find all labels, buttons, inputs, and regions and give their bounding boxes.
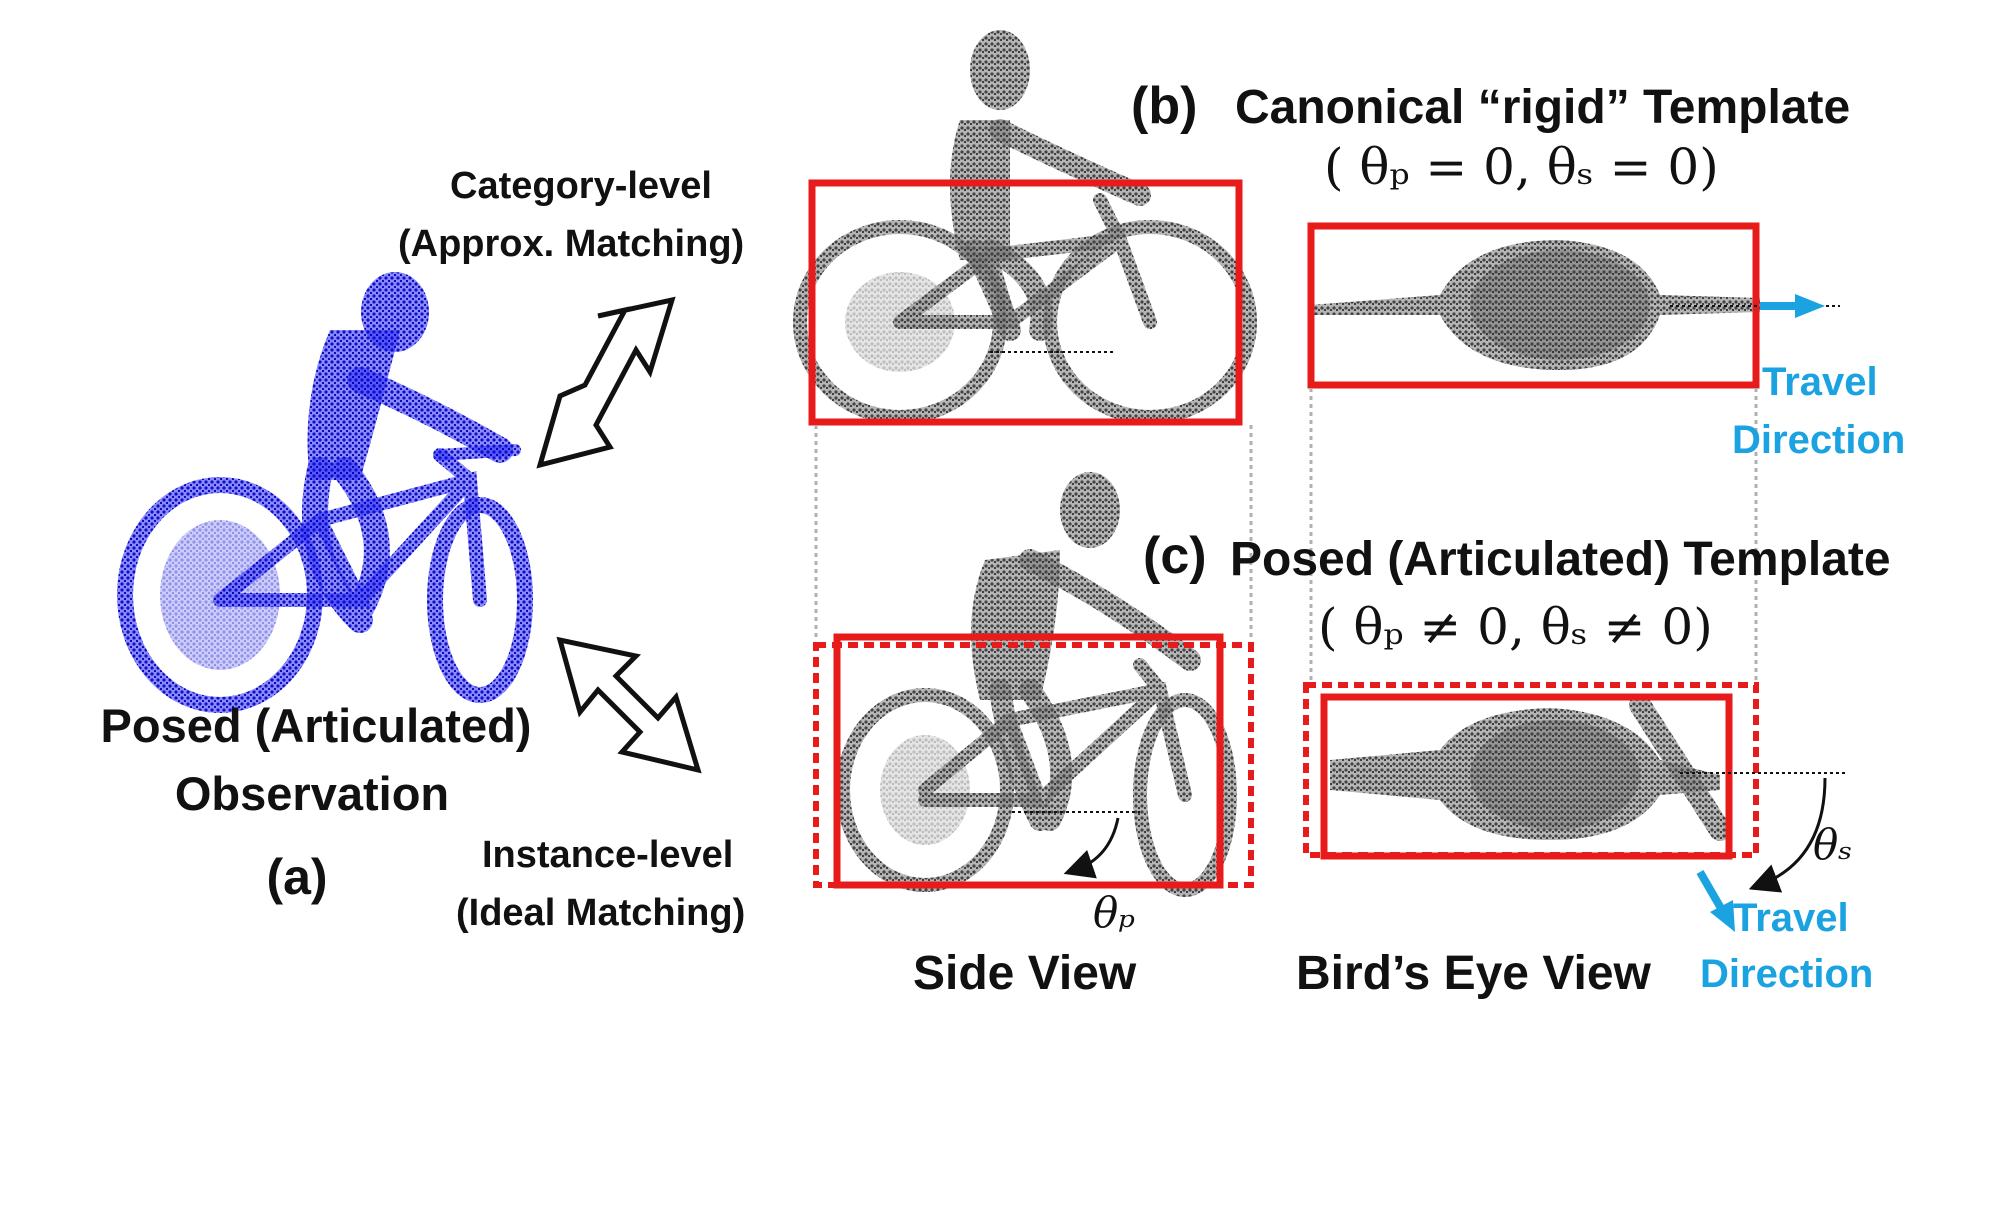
theta-p-arc [1063, 817, 1120, 879]
theta-s-label: θₛ [1813, 820, 1853, 869]
ideal-matching-label: (Ideal Matching) [456, 892, 746, 934]
side-view-label: Side View [913, 947, 1137, 1000]
canonical-template-title: Canonical “rigid” Template [1235, 81, 1851, 134]
posed-birdseye-box [1320, 693, 1733, 860]
observation-label-line1: Posed (Articulated) [100, 699, 532, 752]
direction-label-bottom: Direction [1700, 952, 1874, 996]
posed-side-box [833, 633, 1224, 889]
travel-arrow-top [1760, 294, 1825, 318]
category-level-label: Category-level [450, 165, 712, 207]
posed-equation: ( θₚ ≠ 0, θₛ ≠ 0) [1318, 598, 1713, 656]
direction-label-top: Direction [1732, 418, 1906, 462]
panel-a-label: (a) [266, 849, 328, 905]
panel-b-label: (b) [1131, 77, 1198, 135]
theta-p-label: θₚ [1093, 888, 1136, 937]
double-arrow-bottom [556, 636, 702, 774]
canonical-side-box [808, 179, 1243, 426]
observation-label-line2: Observation [174, 767, 450, 820]
posed-side-box-dashed [813, 642, 1254, 888]
guide-lines [814, 388, 1758, 685]
travel-label-bottom: Travel [1733, 896, 1849, 940]
posed-birdseye-box-dashed [1303, 682, 1759, 858]
approx-matching-label: (Approx. Matching) [398, 223, 745, 265]
canonical-side-template [793, 30, 1257, 424]
double-arrow-top [536, 296, 676, 469]
travel-arrow-bottom [1696, 869, 1735, 932]
canonical-birdseye-template [1310, 240, 1760, 370]
posed-template-title: Posed (Articulated) Template [1230, 533, 1891, 586]
instance-level-label: Instance-level [482, 834, 734, 876]
panel-c-label: (c) [1143, 527, 1207, 585]
canonical-equation: ( θₚ = 0, θₛ = 0) [1324, 138, 1719, 196]
posed-birdseye-template [1330, 694, 1731, 841]
theta-s-arc [1748, 777, 1827, 893]
observation-cyclist [117, 272, 533, 713]
travel-label-top: Travel [1762, 360, 1878, 404]
birds-eye-view-label: Bird’s Eye View [1296, 947, 1651, 1000]
